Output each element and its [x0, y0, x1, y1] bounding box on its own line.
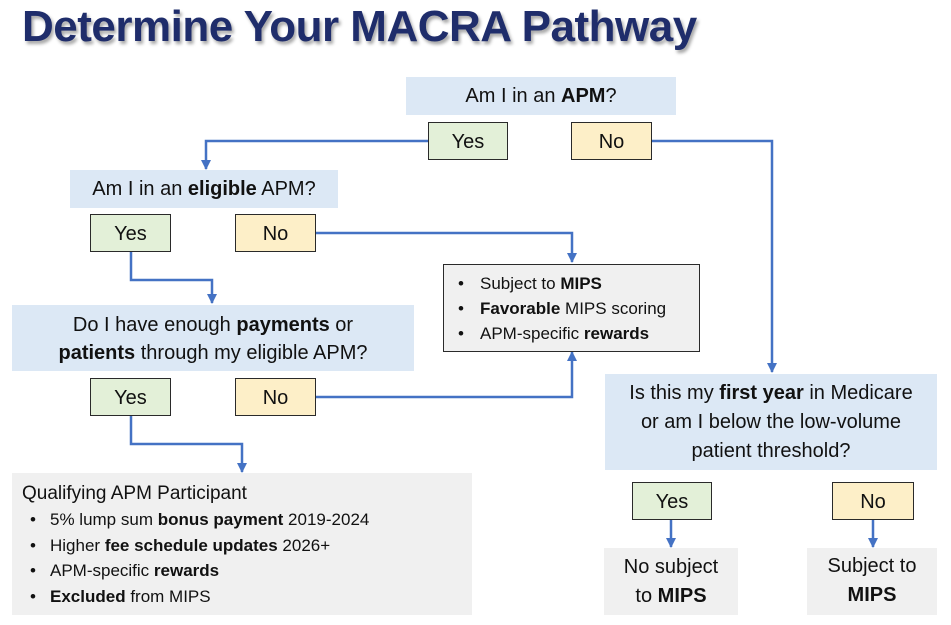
list-item: Subject to MIPS: [450, 271, 693, 296]
question-enough-payments: Do I have enough payments or patients th…: [12, 305, 414, 371]
q4-yes-box: Yes: [632, 482, 712, 520]
q3-no-box: No: [235, 378, 316, 416]
qap-heading: Qualifying APM Participant: [22, 483, 247, 504]
question-eligible-apm: Am I in an eligible APM?: [70, 170, 338, 208]
arrow-q1-yes-to-q2: [201, 139, 428, 170]
q3-yes-box: Yes: [90, 378, 171, 416]
qualifying-apm-participant-box: Qualifying APM Participant 5% lump sum b…: [12, 473, 472, 615]
question-first-year-low-volume: Is this my first year in Medicare or am …: [605, 374, 937, 470]
mips-bullet-list: Subject to MIPS Favorable MIPS scoring A…: [450, 271, 693, 346]
arrow-q2-no-to-mips: [316, 231, 577, 263]
list-item: APM-specific rewards: [22, 558, 462, 584]
q1-no-box: No: [571, 122, 652, 160]
list-item: 5% lump sum bonus payment 2019-2024: [22, 507, 462, 533]
arrow-q1-no-to-q4: [652, 139, 777, 373]
arrow-q3-yes-to-qap: [129, 416, 247, 473]
list-item: Higher fee schedule updates 2026+: [22, 533, 462, 559]
q1-yes-box: Yes: [428, 122, 508, 160]
arrow-q3-no-to-mips: [316, 351, 577, 399]
list-item: APM-specific rewards: [450, 321, 693, 346]
q2-no-box: No: [235, 214, 316, 252]
arrow-q2-yes-to-q3: [129, 252, 217, 304]
question-in-apm: Am I in an APM?: [406, 77, 676, 115]
q2-yes-box: Yes: [90, 214, 171, 252]
result-subject-to-mips: Subject to MIPS: [807, 548, 937, 615]
mips-subject-box: Subject to MIPS Favorable MIPS scoring A…: [443, 264, 700, 352]
list-item: Favorable MIPS scoring: [450, 296, 693, 321]
q4-no-box: No: [832, 482, 914, 520]
result-not-subject-to-mips: No subject to MIPS: [604, 548, 738, 615]
list-item: Excluded from MIPS: [22, 584, 462, 610]
page-title: Determine Your MACRA Pathway: [22, 2, 697, 51]
qap-bullet-list: 5% lump sum bonus payment 2019-2024 High…: [22, 507, 462, 609]
